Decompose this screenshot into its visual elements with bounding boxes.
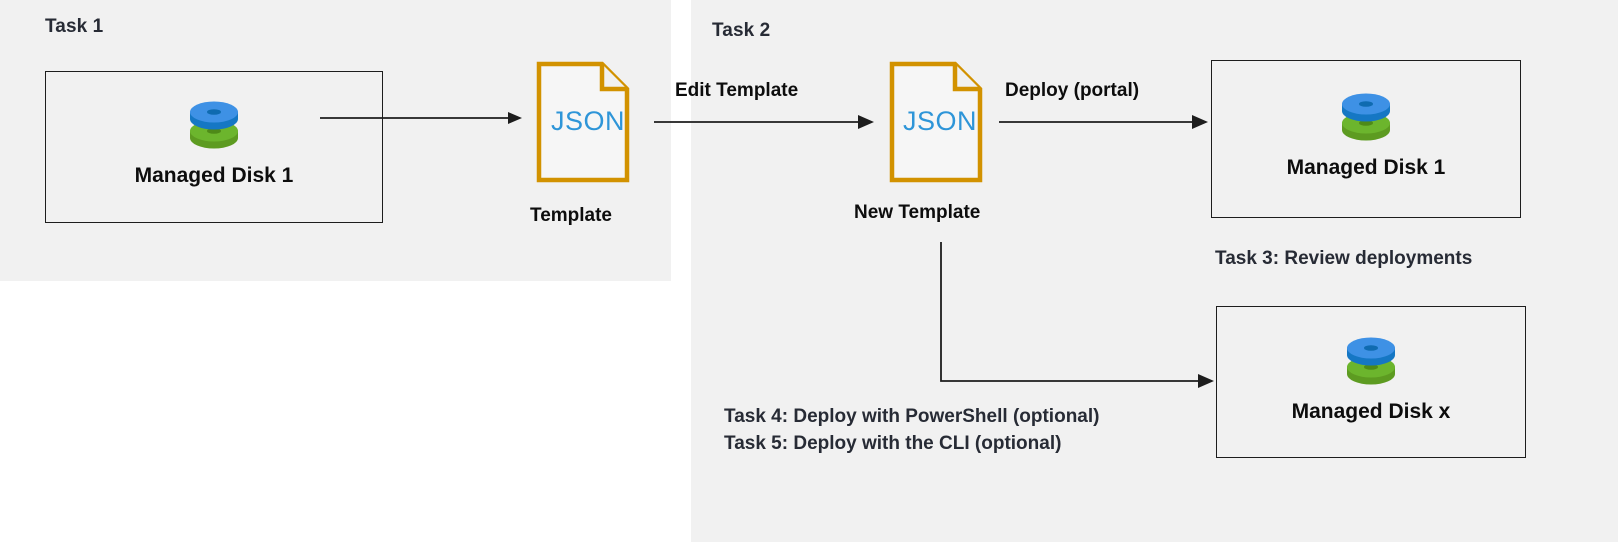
managed-disk-1-caption: Managed Disk 1 — [1286, 156, 1446, 179]
deploy-portal-label: Deploy (portal) — [1005, 80, 1140, 101]
edit-template-label: Edit Template — [675, 80, 799, 101]
task5-note: Task 5: Deploy with the CLI (optional) — [724, 433, 1062, 454]
json-label-new-template: JSON — [903, 106, 978, 136]
new-template-caption: New Template — [854, 202, 981, 223]
task1-label: Task 1 — [45, 16, 104, 37]
managed-disk-x-caption: Managed Disk x — [1291, 400, 1451, 423]
task4-note: Task 4: Deploy with PowerShell (optional… — [724, 406, 1100, 427]
managed-disk-1-caption: Managed Disk 1 — [134, 164, 294, 187]
json-label-template: JSON — [551, 106, 626, 136]
managed-disk-icon — [1340, 329, 1402, 391]
managed-disk-x-box[interactable]: Managed Disk x — [1216, 306, 1526, 458]
managed-disk-icon — [183, 93, 245, 155]
task2-label: Task 2 — [712, 20, 771, 41]
managed-disk-icon — [1335, 85, 1397, 147]
task3-note: Task 3: Review deployments — [1215, 248, 1473, 269]
template-caption: Template — [530, 205, 613, 226]
json-file-icon-template[interactable] — [536, 61, 630, 183]
managed-disk-1-box-source[interactable]: Managed Disk 1 — [45, 71, 383, 223]
json-file-icon-new-template[interactable] — [889, 61, 983, 183]
managed-disk-1-box-deployed[interactable]: Managed Disk 1 — [1211, 60, 1521, 218]
